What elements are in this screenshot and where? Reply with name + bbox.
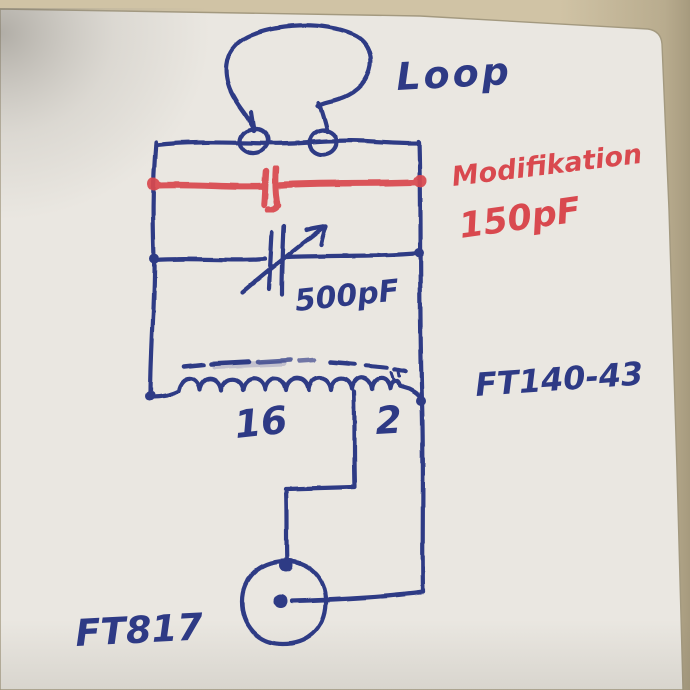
connector-body [239,558,329,647]
winding-tick [396,369,401,379]
capacitor-plate [264,164,282,214]
variable-arrow-shaft [240,223,328,295]
secondary-turns-label: 2 [374,398,403,443]
radio-label: FT817 [74,605,204,655]
coax-connector-symbol [239,558,426,647]
variable-capacitor-symbol [151,223,423,297]
paper-sheet [0,8,690,690]
paper-grain-texture [0,9,683,690]
capacitor-wire-left [151,256,268,263]
junction-dots [145,248,426,608]
core-dash-smudge [212,360,286,369]
core-dash [328,359,357,367]
junction-dot [149,254,159,264]
junction-dot [145,391,155,401]
junction-dot [414,248,424,258]
red-junction-dots [147,174,427,191]
junction-dot [147,177,161,191]
loop-antenna-sketch [224,23,373,157]
junction-dot [413,174,427,188]
connector-center-pin-wire [289,589,426,604]
core-dashed-line [181,357,408,374]
paper-bottom-shade [0,620,690,690]
core-dash [296,357,317,364]
core-dash [363,362,390,370]
tap-wire [283,389,358,569]
capacitor-wire-right [284,250,423,260]
winding-tick [389,370,395,381]
loop-label: Loop [395,49,513,99]
loop-antenna-outline [224,23,373,132]
capacitor-wire-right [276,178,424,189]
junction-dot [416,396,426,406]
modification-capacitor-symbol [147,164,427,214]
top-bus-wire [153,138,422,148]
capacitor-plate [260,167,270,208]
connector-pin-dot [274,594,288,608]
primary-turns-label: 16 [232,398,289,447]
variable-arrow-barb [318,223,329,247]
connector-shield-dot [279,558,293,572]
core-dash [392,366,408,374]
capacitor-plate [266,229,275,291]
core-dash [181,362,206,370]
transformer-winding [147,375,425,403]
capacitor-wire-left [151,181,266,190]
transformer-symbol [147,357,425,569]
right-rail-wire [416,139,426,595]
